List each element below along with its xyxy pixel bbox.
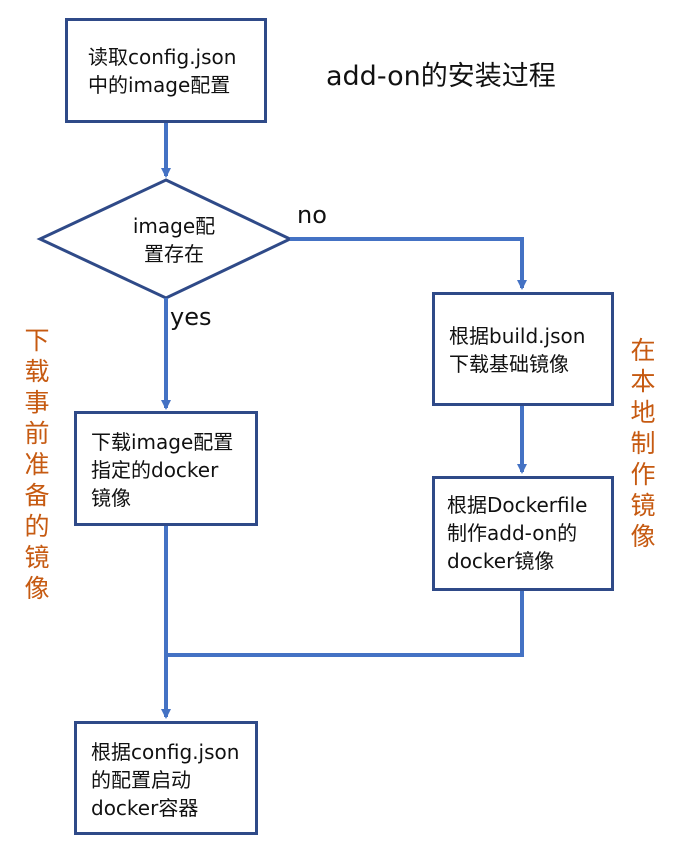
decision-label: image配 置存在: [132, 214, 216, 266]
connector-decision-no: [290, 237, 527, 290]
step-start-container: 根据config.json 的配置启动 docker容器: [74, 721, 258, 835]
diagram-title: add-on的安装过程: [326, 61, 556, 92]
step-start-container-label: 根据config.json 的配置启动 docker容器: [91, 740, 240, 820]
connector-build-to-merge: [166, 591, 524, 657]
edge-label-no: no: [297, 201, 327, 229]
step-read-config-label: 读取config.json 中的image配置: [88, 45, 237, 97]
step-download-base-image: 根据build.json 下载基础镜像: [432, 292, 614, 406]
step-build-from-dockerfile-label: 根据Dockerfile 制作add-on的 docker镜像: [447, 493, 588, 573]
step-download-image-label: 下载image配置 指定的docker 镜像: [91, 430, 234, 510]
step-download-base-image-label: 根据build.json 下载基础镜像: [449, 324, 586, 376]
step-download-image: 下载image配置 指定的docker 镜像: [74, 411, 258, 526]
step-build-from-dockerfile: 根据Dockerfile 制作add-on的 docker镜像: [432, 476, 614, 591]
note-local-build: 在本地制作镜像: [630, 336, 656, 551]
edge-label-yes: yes: [170, 303, 212, 331]
step-read-config: 读取config.json 中的image配置: [65, 18, 267, 123]
note-prebuilt-image: 下载事前准备的镜像: [24, 326, 50, 603]
